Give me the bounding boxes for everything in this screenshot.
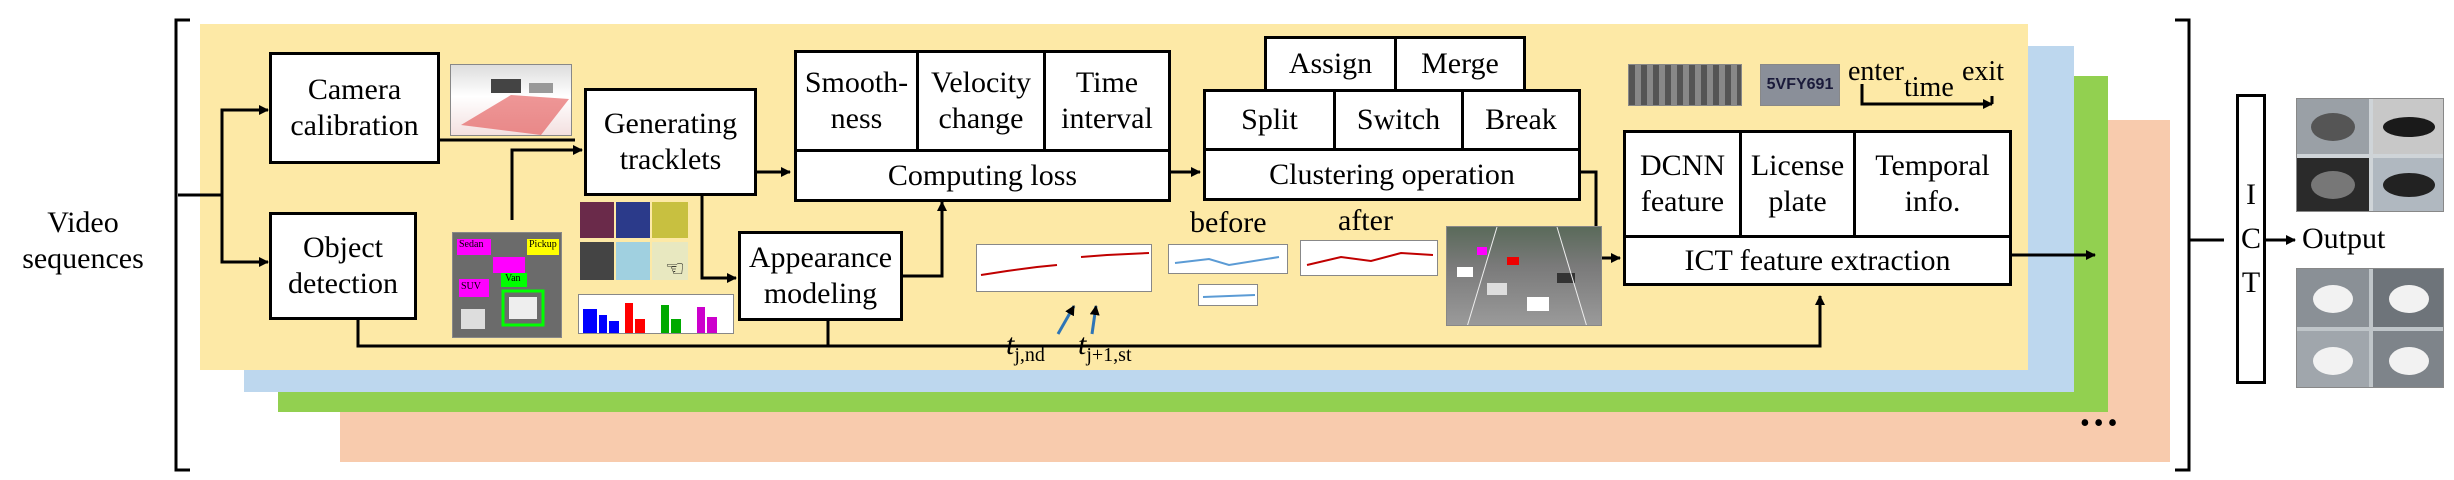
temporal-info-cell: Temporal info. xyxy=(1875,149,1990,218)
before-plot-bottom xyxy=(1198,284,1258,306)
plate-text: 5VFY691 xyxy=(1766,76,1834,93)
traffic-scene-image xyxy=(1446,226,1602,326)
detect-tag-suv: SUV xyxy=(461,281,482,292)
more-layers-dots: ••• xyxy=(2080,408,2122,439)
t-start-label: tj+1,st xyxy=(1078,328,1132,366)
assign-cell: Assign xyxy=(1267,39,1397,89)
before-plot-top xyxy=(1168,244,1288,274)
before-label: before xyxy=(1190,206,1267,239)
tracklet-images xyxy=(580,202,690,284)
break-cell: Break xyxy=(1485,103,1557,136)
input-label: Video sequences xyxy=(22,206,144,275)
license-plate-cell: License plate xyxy=(1742,133,1856,235)
ict-feature-extraction-cell: ICT feature extraction xyxy=(1684,243,1951,277)
time-interval-cell: Time interval xyxy=(1061,66,1153,135)
license-plate-image: 5VFY691 xyxy=(1760,64,1840,106)
enter-label: enter xyxy=(1848,56,1904,87)
detect-tag-van: Van xyxy=(505,273,521,284)
assign-merge-group: Assign Merge xyxy=(1264,36,1526,92)
after-label: after xyxy=(1338,204,1393,237)
after-plot xyxy=(1300,240,1438,276)
hand-pointer-icon: ☜ xyxy=(665,256,685,281)
detection-image: Sedan Pickup Van SUV xyxy=(452,232,562,338)
color-histogram xyxy=(578,294,734,334)
dcnn-feature-cell: DCNN feature xyxy=(1626,133,1742,235)
smoothness-cell: Smooth- ness xyxy=(797,53,919,149)
computing-loss-cell: Computing loss xyxy=(887,158,1078,192)
split-cell: Split xyxy=(1206,92,1336,148)
appearance-modeling-box: Appearance modeling xyxy=(738,231,903,321)
time-label: time xyxy=(1904,72,1954,103)
output-label: Output xyxy=(2302,222,2386,255)
detect-tag-pickup: Pickup xyxy=(529,239,557,250)
ict-feature-group: DCNN feature License plate Temporal info… xyxy=(1623,130,2012,286)
clustering-operation-cell: Clustering operation xyxy=(1269,157,1515,191)
generating-tracklets-box: Generating tracklets xyxy=(584,88,757,196)
trajectory-plot xyxy=(976,244,1152,292)
feature-map-image xyxy=(1628,64,1742,106)
camera-calibration-box: Camera calibration xyxy=(269,52,440,164)
object-detection-box: Object detection xyxy=(269,212,417,320)
t-end-label: tj,nd xyxy=(1006,328,1045,366)
switch-cell: Switch xyxy=(1336,92,1464,148)
exit-label: exit xyxy=(1962,56,2004,87)
output-vehicle-set-bottom xyxy=(2296,268,2444,388)
velocity-change-cell: Velocity change xyxy=(919,53,1046,149)
calibration-image xyxy=(450,64,572,136)
merge-cell: Merge xyxy=(1421,47,1499,80)
detect-tag-sedan: Sedan xyxy=(459,239,484,250)
loss-components-group: Smooth- ness Velocity change Time interv… xyxy=(794,50,1171,202)
clustering-group: Split Switch Break Clustering operation xyxy=(1203,89,1581,201)
ict-box: I C T xyxy=(2236,94,2266,384)
output-vehicle-set-top xyxy=(2296,98,2444,212)
